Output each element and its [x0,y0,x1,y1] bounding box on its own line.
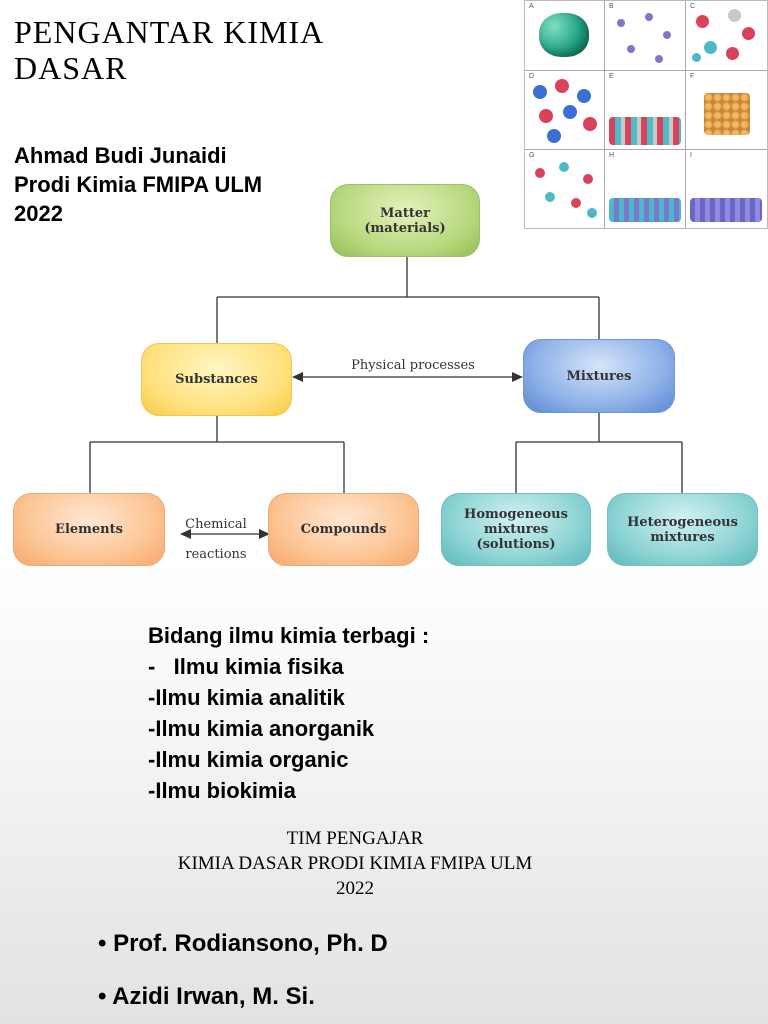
author-name: Ahmad Budi Junaidi [14,143,227,168]
teaching-team-heading: TIM PENGAJAR KIMIA DASAR PRODI KIMIA FMI… [0,826,710,901]
homogeneous-box: Homogeneous mixtures (solutions) [441,493,591,566]
compounds-box: Compounds [268,493,419,566]
homogeneous-label: Homogeneous mixtures (solutions) [464,507,568,552]
grid-label-d: D [529,73,535,80]
physical-processes-label: Physical processes [351,358,475,373]
heterogeneous-box: Heterogeneous mixtures [607,493,758,566]
particle-cluster-icon [539,13,589,57]
grid-cell-f: F [686,71,767,150]
elements-box: Elements [13,493,165,566]
field-item: -Ilmu kimia analitik [148,685,345,710]
grid-cell-c: C [686,1,767,71]
grid-cell-h: H [605,150,686,228]
member-item: • Prof. Rodiansono, Ph. D [98,930,388,957]
grid-label-h: H [609,152,615,159]
grid-label-f: F [690,73,695,80]
purple-layer-icon [690,198,762,222]
grid-cell-a: A [525,1,605,71]
author-year: 2022 [14,201,63,226]
heterogeneous-label: Heterogeneous mixtures [627,514,738,545]
member-item: • Azidi Irwan, M. Si. [98,983,315,1010]
matter-label: Matter (materials) [364,205,446,236]
grid-cell-i: I [686,150,767,228]
elements-label: Elements [55,522,123,537]
grid-cell-e: E [605,71,686,150]
compounds-label: Compounds [300,522,387,537]
grid-label-g: G [529,152,535,159]
grid-cell-d: D [525,71,605,150]
team-line-3: 2022 [336,878,374,899]
grid-cell-b: B [605,1,686,71]
mixtures-box: Mixtures [523,339,675,413]
page-title: PENGANTAR KIMIA DASAR [14,14,323,86]
field-item: -Ilmu kimia anorganik [148,716,375,741]
grid-label-b: B [609,3,614,10]
author-affiliation: Prodi Kimia FMIPA ULM [14,172,263,197]
grid-label-e: E [609,73,614,80]
author-block: Ahmad Budi Junaidi Prodi Kimia FMIPA ULM… [14,141,262,228]
grid-label-a: A [529,3,534,10]
fields-list: Bidang ilmu kimia terbagi : - Ilmu kimia… [148,620,429,806]
grid-label-c: C [690,3,696,10]
field-item: -Ilmu kimia organic [148,747,349,772]
diagram-connectors [89,257,683,539]
chemical-reactions-label: Chemical reactions [185,517,247,562]
matter-classification-diagram: Matter (materials) Substances Mixtures P… [0,175,768,580]
mixed-layer-icon [609,117,681,145]
substances-label: Substances [175,372,258,387]
field-item: - Ilmu kimia fisika [148,654,344,679]
matter-box: Matter (materials) [330,184,480,257]
substances-box: Substances [141,343,292,416]
grid-label-i: I [690,152,692,159]
mixtures-label: Mixtures [566,368,632,384]
field-item: -Ilmu biokimia [148,778,296,803]
solution-layer-icon [609,198,681,222]
metal-block-icon [704,93,750,135]
team-line-1: TIM PENGAJAR [286,828,424,849]
fields-heading: Bidang ilmu kimia terbagi : [148,623,430,648]
team-line-2: KIMIA DASAR PRODI KIMIA FMIPA ULM [177,853,533,874]
team-members-list: • Prof. Rodiansono, Ph. D • Azidi Irwan,… [98,928,388,1024]
grid-cell-g: G [525,150,605,228]
